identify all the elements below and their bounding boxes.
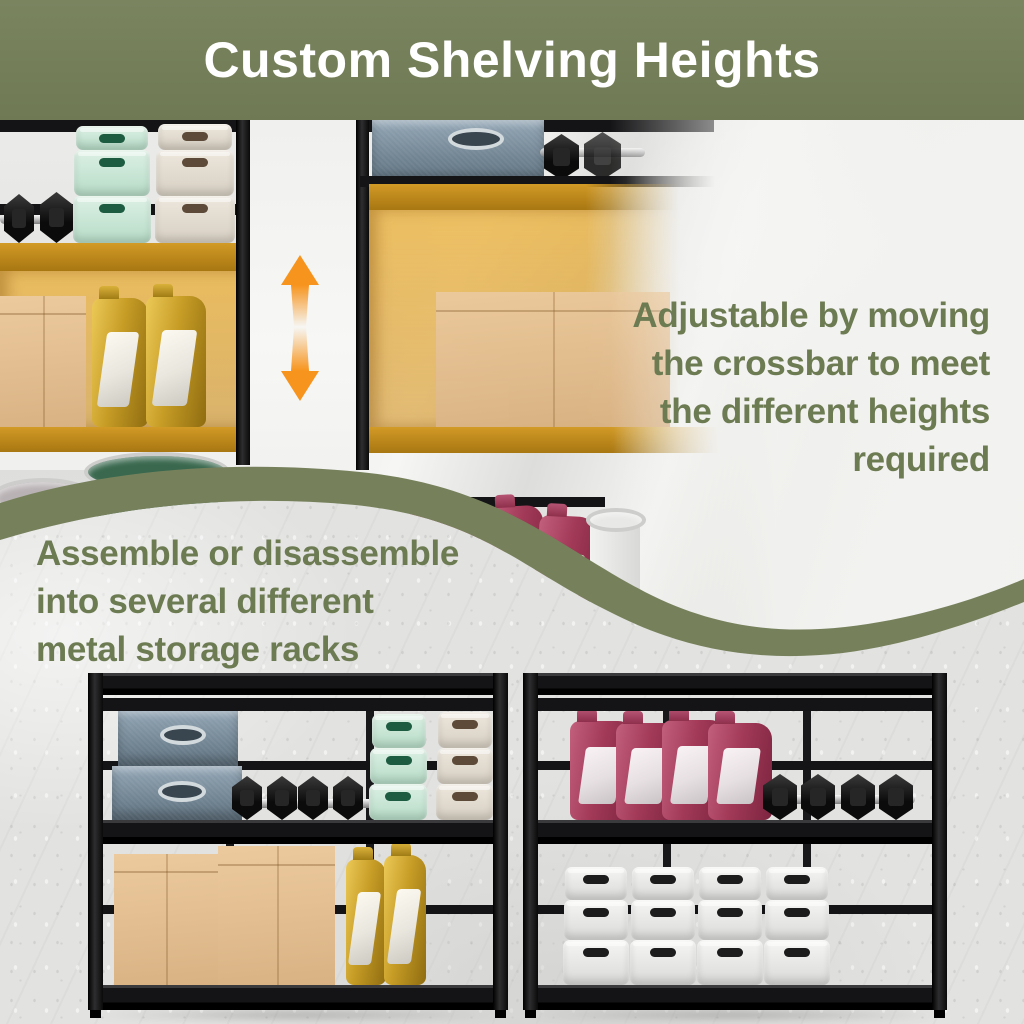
gold-oil-bottle (146, 284, 206, 427)
cardboard-box (114, 854, 218, 985)
fabric-storage-box (112, 766, 242, 820)
rack-shelf-deck (88, 985, 508, 1010)
white-container (764, 940, 830, 985)
white-container (697, 940, 763, 985)
rack-foot (525, 1010, 536, 1018)
rack-shelf-deck (523, 673, 947, 695)
mint-bin (74, 150, 150, 196)
beige-bin (437, 748, 493, 784)
rack-foot (934, 1010, 945, 1018)
rack-frame-post (523, 673, 538, 1010)
light-glare-overlay (610, 120, 1024, 680)
mint-bin (73, 196, 151, 243)
page-title: Custom Shelving Heights (203, 32, 821, 88)
storage-rack-left (88, 673, 508, 1018)
title-banner: Custom Shelving Heights (0, 0, 1024, 120)
rack-shelf-deck (88, 673, 508, 695)
rack-shelf-lip (96, 698, 500, 711)
rack-shadow (519, 1010, 951, 1020)
rack-frame-post (493, 673, 508, 1010)
up-down-arrow-icon (281, 255, 319, 401)
storage-rack-right (523, 673, 947, 1018)
rack-shelf-deck (88, 820, 508, 844)
dumbbell-head (40, 192, 73, 243)
white-container (565, 867, 627, 900)
dumbbell-head (841, 774, 875, 820)
cardboard-box (218, 846, 335, 985)
callout-line: the different heights (659, 392, 990, 431)
white-container (699, 867, 761, 900)
fabric-storage-box (118, 710, 238, 766)
dumbbell-head (763, 774, 797, 820)
white-container (765, 900, 829, 940)
white-container (631, 900, 695, 940)
gold-oil-bottle (346, 847, 386, 985)
white-container (632, 867, 694, 900)
dumbbell-head (298, 776, 328, 820)
callout-line: required (852, 440, 990, 479)
callout-line: Assemble or disassemble (36, 534, 460, 573)
highlight-shelf-bar (0, 427, 250, 452)
rack-foot (90, 1010, 101, 1018)
rack-shelf-deck (523, 820, 947, 844)
callout-line: the crossbar to meet (651, 344, 991, 383)
rack-frame-post (88, 673, 103, 1010)
cardboard-box (0, 296, 86, 427)
mint-bin (76, 126, 148, 150)
white-container (766, 867, 828, 900)
rack-foot (495, 1010, 506, 1018)
beige-bin (438, 712, 492, 748)
rack-shelf-deck (523, 985, 947, 1010)
callout-line: metal storage racks (36, 630, 360, 669)
rack-frame-post (932, 673, 947, 1010)
box-handle-grommet (160, 725, 206, 745)
rack-shelf-lip (531, 698, 939, 711)
callout-line: Adjustable by moving (632, 296, 990, 335)
white-container (698, 900, 762, 940)
mint-bin (370, 748, 427, 784)
shelf-crossbar (360, 176, 715, 187)
dumbbell-head (879, 774, 913, 820)
red-oil-bottle (708, 711, 772, 820)
rack-shadow (84, 1010, 514, 1020)
highlight-shelf-bar (0, 243, 250, 271)
box-handle-grommet (158, 781, 206, 802)
rack-frame-post (356, 120, 369, 470)
mint-bin (372, 714, 426, 748)
adjustable-callout: Adjustable by moving the crossbar to mee… (534, 292, 990, 484)
beige-bin (155, 196, 235, 243)
rack-frame-post (236, 120, 250, 465)
mint-bin (369, 784, 427, 820)
beige-bin (158, 124, 232, 150)
beige-bin (156, 150, 234, 196)
dumbbell-head (267, 776, 297, 820)
assemble-callout: Assemble or disassemble into several dif… (36, 530, 556, 674)
box-handle-grommet (448, 128, 504, 150)
callout-line: into several different (36, 582, 374, 621)
gold-oil-bottle (92, 286, 148, 427)
white-container (630, 940, 696, 985)
dumbbell-head (333, 776, 363, 820)
rack-crossbar (100, 761, 496, 770)
white-container (564, 900, 628, 940)
white-container (563, 940, 629, 985)
gold-oil-bottle (384, 843, 426, 985)
paint-can-white-lid (586, 508, 646, 532)
beige-bin (436, 784, 493, 820)
dumbbell-head (801, 774, 835, 820)
dumbbell-head (4, 194, 34, 243)
